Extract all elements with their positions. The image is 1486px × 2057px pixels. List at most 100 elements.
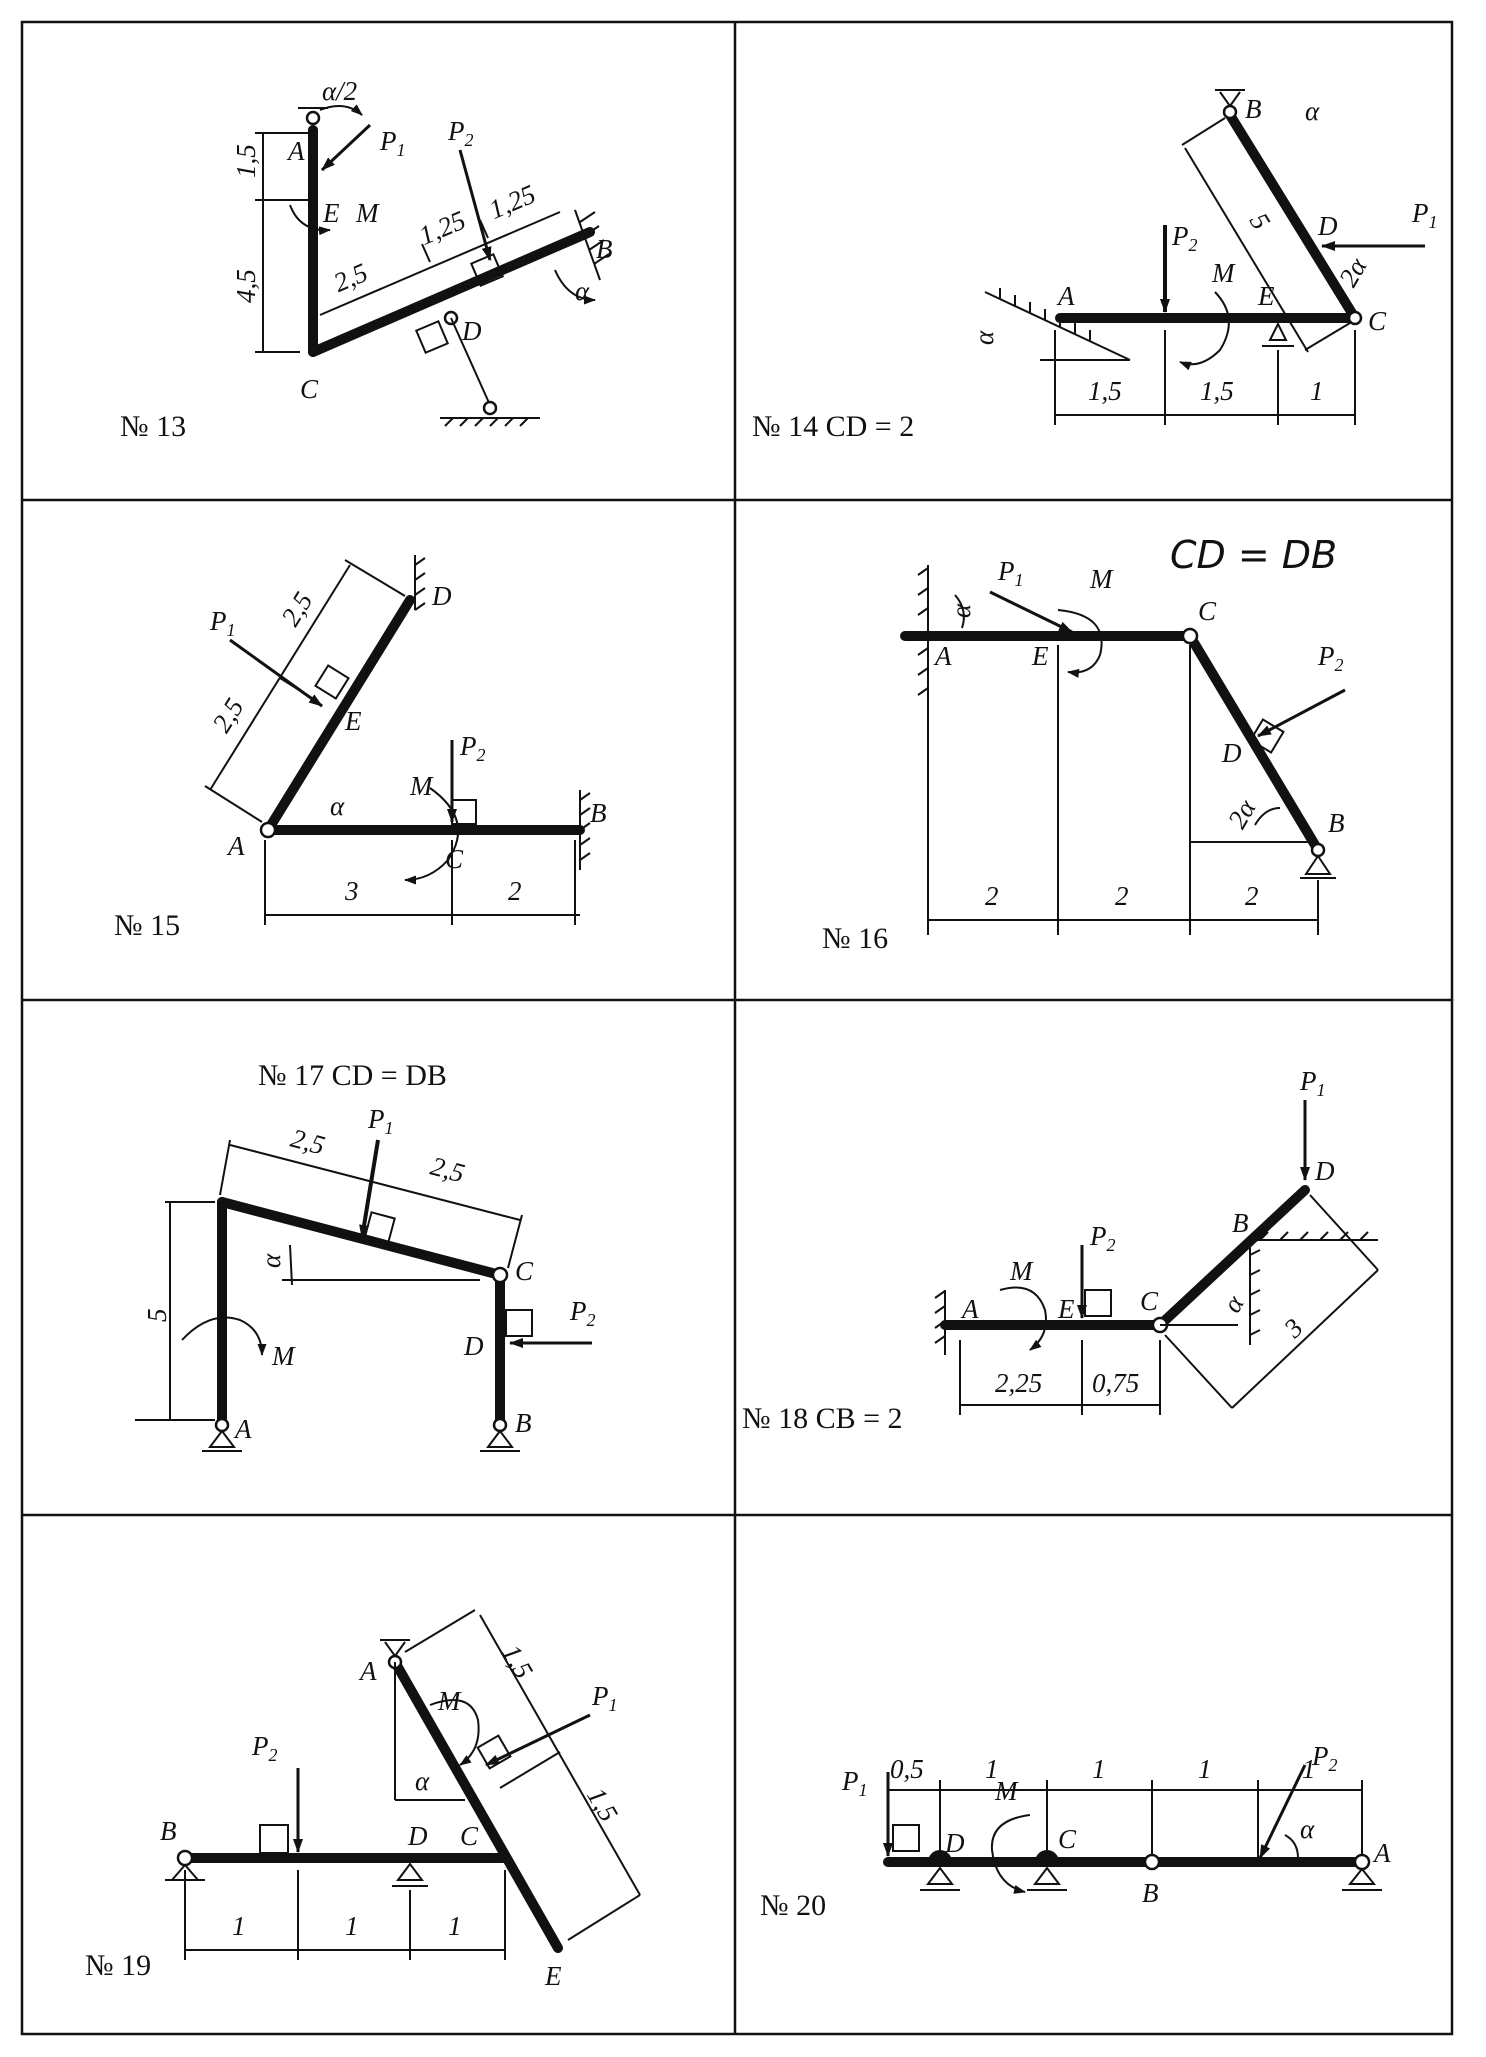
dim-3: 2: [1245, 881, 1259, 911]
panel-grid: [20, 20, 1454, 2036]
label-P2: P2: [1171, 221, 1198, 255]
force-P1: [989, 590, 1073, 634]
pin-A: [305, 110, 321, 126]
moment-M: [404, 787, 460, 885]
label-P1: P1: [379, 126, 406, 160]
label-E: E: [544, 1961, 562, 1991]
dim-3: 2,5: [329, 257, 372, 298]
label-P1: P1: [1299, 1066, 1326, 1100]
dim-2: 4,5: [231, 269, 261, 303]
moment-M: [1179, 291, 1230, 371]
label-M: M: [1211, 258, 1236, 288]
hinge-C: [1181, 627, 1199, 645]
label-D: D: [431, 581, 452, 611]
label-A: A: [960, 1294, 979, 1324]
dim-2: 1: [985, 1754, 999, 1784]
label-angle: α: [946, 603, 976, 618]
panel-13-number: № 13: [120, 410, 186, 443]
dim-3: 5: [142, 1309, 172, 1323]
dim-2: 0,75: [1092, 1368, 1139, 1398]
label-C: C: [1368, 306, 1387, 336]
label-A: A: [933, 641, 952, 671]
label-angle: α: [1217, 1290, 1250, 1318]
dim-2: 1,5: [1088, 376, 1122, 406]
panel-19: № 19 A B D C E M: [85, 1609, 641, 1991]
panel-14-number: № 14 CD = 2: [752, 410, 914, 443]
moment-M: [429, 1699, 480, 1766]
label-A: A: [1372, 1838, 1391, 1868]
label-P2: P2: [1311, 1741, 1338, 1775]
moment-M: [1057, 609, 1103, 678]
hinge-B: [1143, 1853, 1161, 1871]
panel-20-number: № 20: [760, 1889, 826, 1922]
label-angle-2a: 2α: [1222, 794, 1262, 834]
panel-13: № 13 A E M C: [120, 76, 613, 443]
label-P2: P2: [447, 116, 474, 150]
force-P1: [359, 1139, 380, 1239]
bar-AD: [263, 595, 415, 835]
label-M: M: [271, 1341, 296, 1371]
dim-4: 1: [1198, 1754, 1212, 1784]
dim-4: 2: [508, 876, 522, 906]
hinge-C: [491, 1266, 509, 1284]
dim-2: 2: [1115, 881, 1129, 911]
label-P2: P2: [1089, 1221, 1116, 1255]
moment-M: [289, 204, 331, 236]
bar-CD: [1155, 1185, 1310, 1330]
dim-3: 1: [1092, 1754, 1106, 1784]
hinge-A: [259, 821, 277, 839]
dim-1: 2: [985, 881, 999, 911]
label-P1: P1: [1411, 198, 1438, 232]
label-P2: P2: [569, 1296, 596, 1330]
label-C: C: [445, 844, 464, 874]
dim-1: 1,5: [231, 144, 261, 178]
label-P1: P1: [591, 1681, 618, 1715]
label-angle: α: [415, 1766, 430, 1796]
label-A: A: [233, 1414, 252, 1444]
bar-BC: [1225, 110, 1360, 323]
label-D: D: [461, 316, 482, 346]
label-C: C: [460, 1821, 479, 1851]
label-P2: P2: [1317, 641, 1344, 675]
label-E: E: [1257, 281, 1275, 311]
label-D: D: [944, 1828, 965, 1858]
dim-1: 0,5: [890, 1754, 924, 1784]
pin-A: [1353, 1853, 1371, 1871]
force-P1: [485, 1713, 591, 1767]
label-D: D: [1221, 738, 1242, 768]
dim-2: 1,5: [581, 1782, 624, 1826]
label-B: B: [1142, 1878, 1159, 1908]
label-alpha-left: α: [969, 330, 999, 345]
label-B: B: [515, 1408, 532, 1438]
label-A: A: [226, 831, 245, 861]
force-P1: [320, 123, 372, 172]
label-D: D: [407, 1821, 428, 1851]
label-D: D: [1314, 1156, 1335, 1186]
moment-M: [181, 1316, 267, 1356]
pin-A: [214, 1417, 230, 1433]
label-E: E: [322, 198, 340, 228]
dim-1: 1,5: [496, 1639, 539, 1683]
label-B: B: [1232, 1208, 1249, 1238]
label-B: B: [596, 234, 613, 264]
label-M: M: [409, 771, 434, 801]
label-E: E: [1057, 1294, 1075, 1324]
label-M: M: [355, 198, 380, 228]
label-P2: P2: [251, 1731, 278, 1765]
bar-AE: [390, 1657, 563, 1953]
label-B: B: [160, 1816, 177, 1846]
label-E: E: [1031, 641, 1049, 671]
dim-5: 1: [448, 1911, 462, 1941]
dim-5: 1: [1302, 1754, 1316, 1784]
dim-1: 2,25: [995, 1368, 1042, 1398]
panel-17-number: № 17 CD = DB: [258, 1059, 447, 1092]
panel-16-number: № 16: [822, 922, 888, 955]
label-C: C: [515, 1256, 534, 1286]
panel-14: № 14 CD = 2 B α D 2α C E A M α: [752, 89, 1438, 443]
pin-B: [492, 1417, 508, 1433]
label-P1: P1: [841, 1766, 868, 1800]
label-P1: P1: [367, 1104, 394, 1138]
label-A: A: [1056, 281, 1075, 311]
dim-2: 2,5: [427, 1151, 467, 1189]
label-P2: P2: [459, 731, 486, 765]
